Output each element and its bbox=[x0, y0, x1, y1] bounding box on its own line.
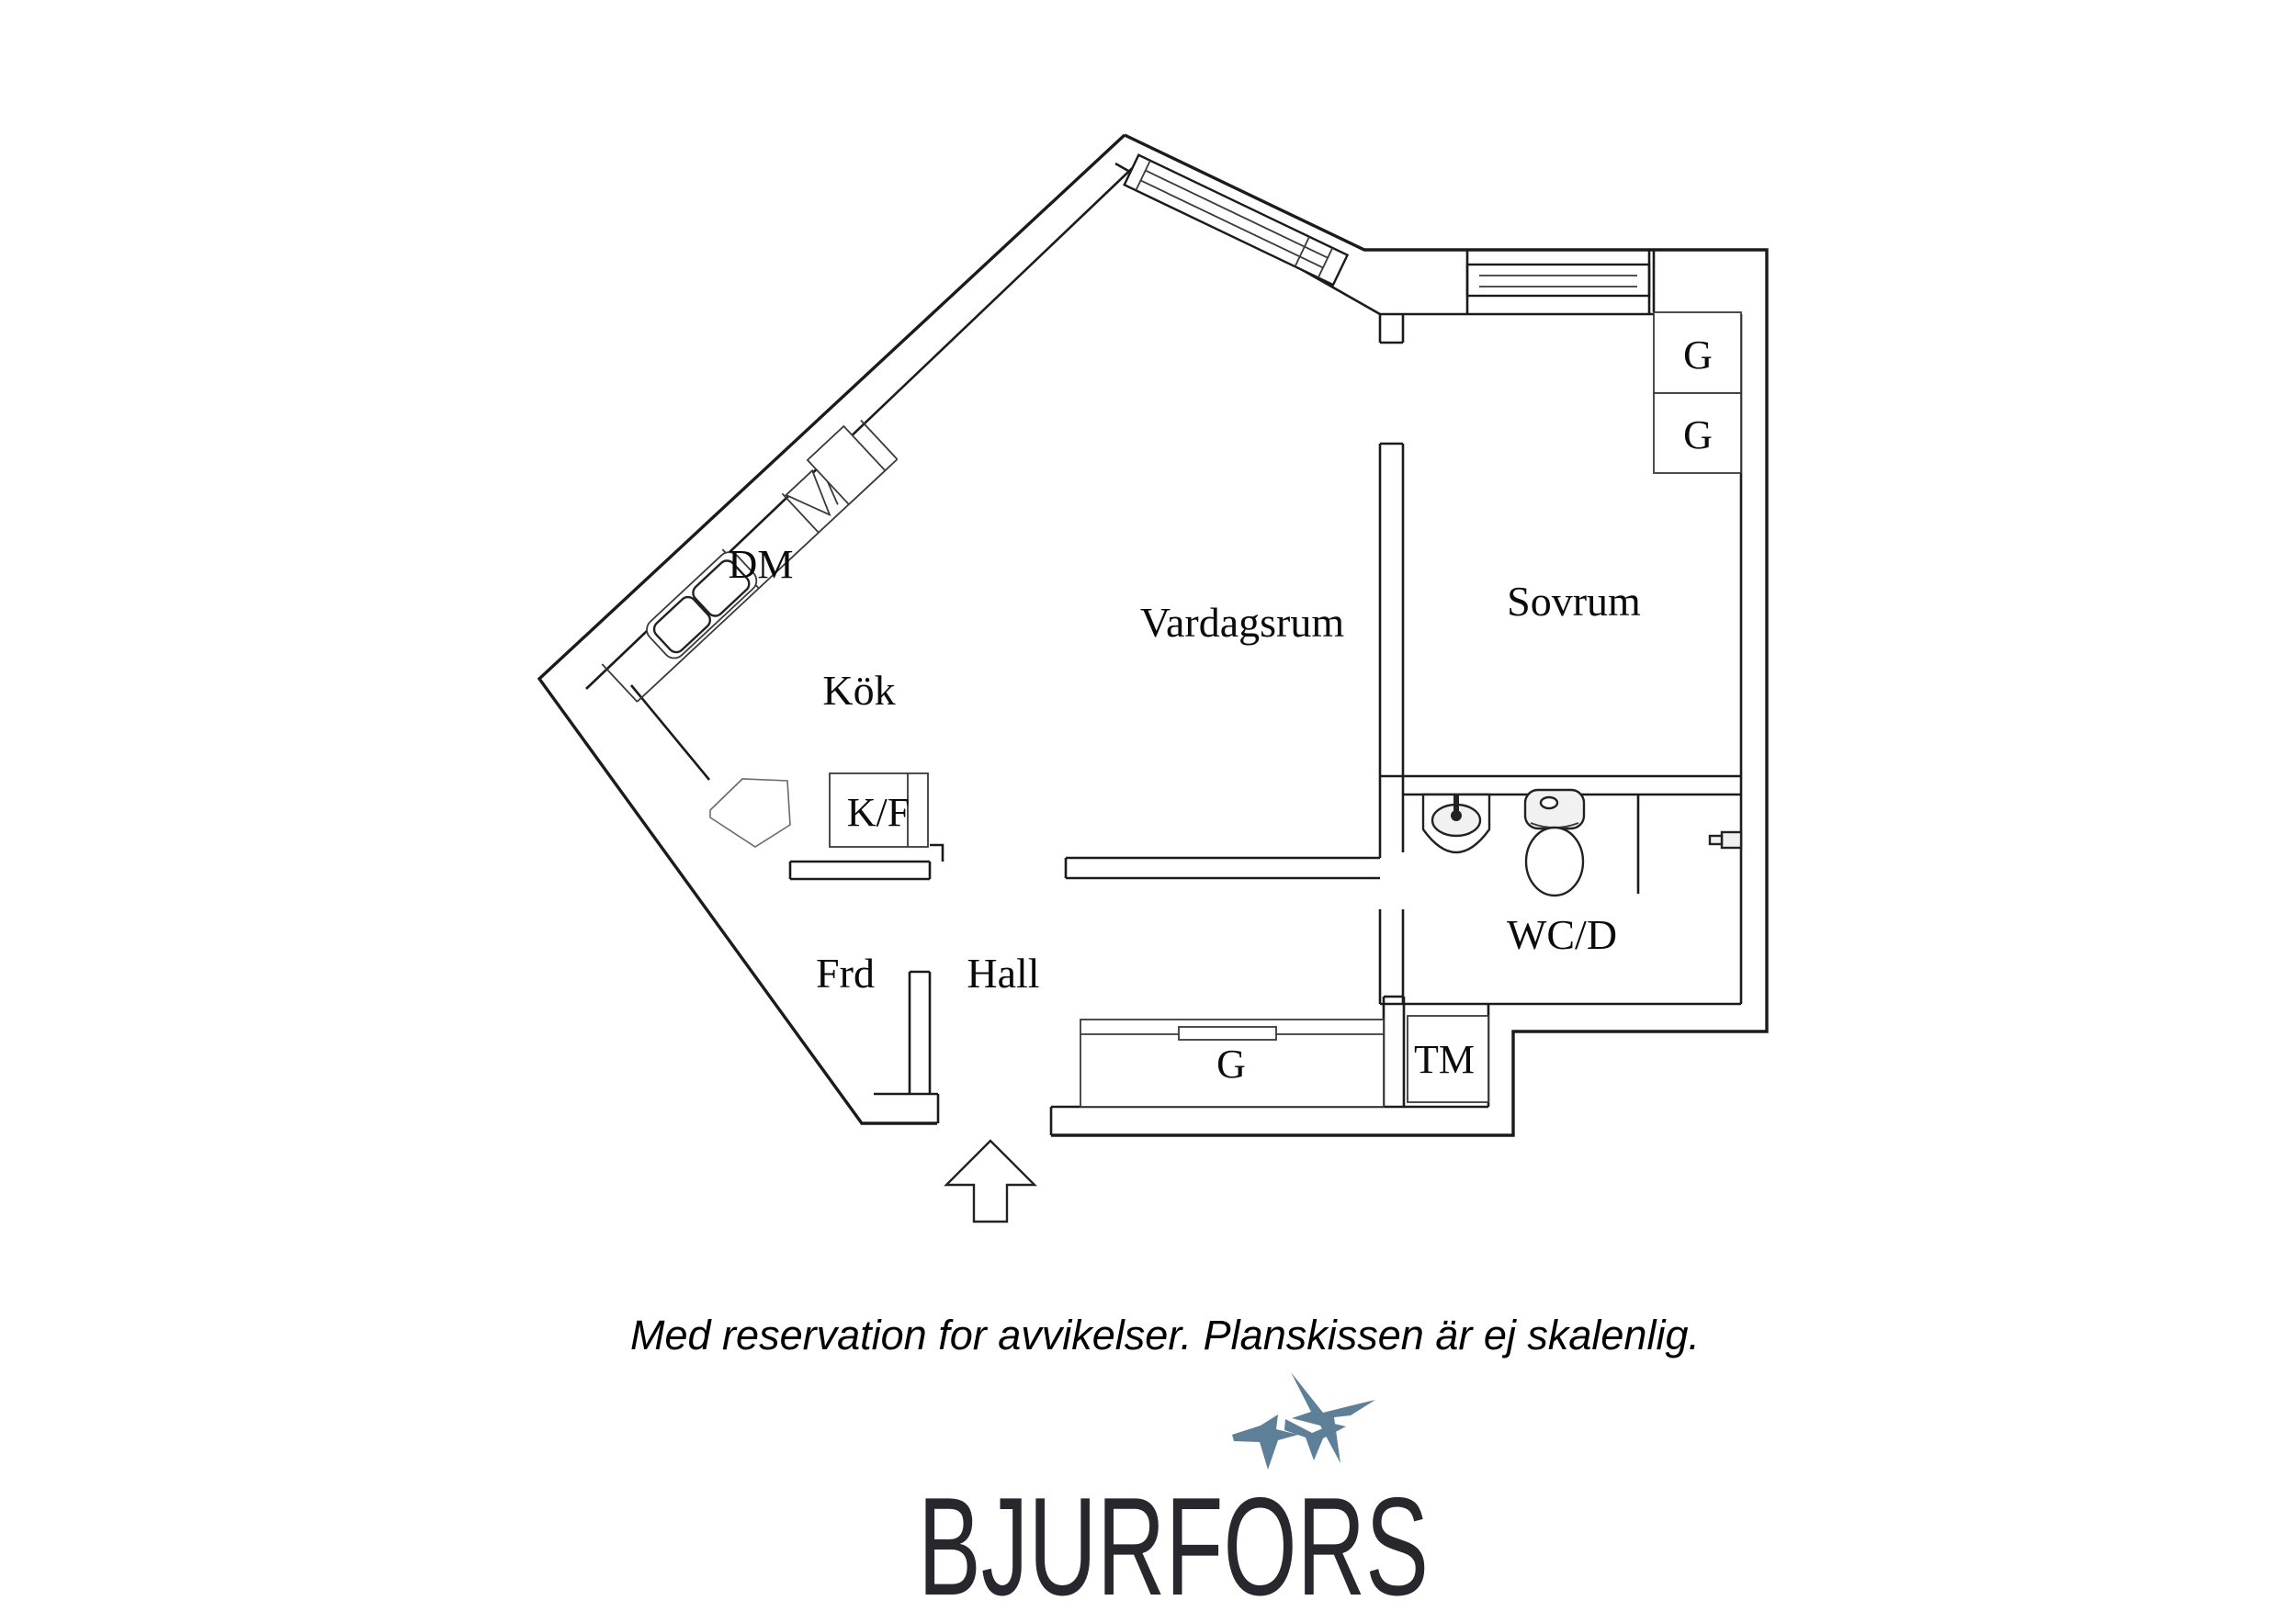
label-g-top-1: G bbox=[1683, 332, 1713, 378]
counter-appliance-icon bbox=[806, 424, 887, 506]
kitchen-door-icon bbox=[709, 778, 791, 848]
room-label-vardagsrum: Vardagsrum bbox=[1140, 599, 1344, 646]
room-label-frd: Frd bbox=[816, 950, 875, 997]
room-label-hall: Hall bbox=[967, 950, 1039, 997]
inner-walls bbox=[585, 157, 1743, 1135]
half-wall-hall bbox=[1064, 856, 1380, 880]
room-label-wcd: WC/D bbox=[1507, 911, 1617, 958]
wall-sovrum-stub bbox=[1378, 314, 1405, 344]
counter-edge bbox=[601, 419, 899, 703]
wall-frd-bottom bbox=[874, 1092, 940, 1123]
tm-box bbox=[1407, 1015, 1489, 1103]
kf-cabinet bbox=[829, 772, 929, 848]
closet-g-hall-slider bbox=[1178, 1026, 1277, 1041]
kitchen-counter bbox=[601, 419, 899, 703]
label-g-hall: G bbox=[1216, 1042, 1246, 1087]
room-label-kok: Kök bbox=[822, 667, 895, 714]
label-dm: DM bbox=[729, 542, 794, 587]
washbasin-icon bbox=[1421, 793, 1491, 854]
toilet-icon bbox=[1523, 788, 1586, 897]
wall-pillar-tm bbox=[1382, 995, 1406, 1107]
counter-fan-icon bbox=[784, 468, 831, 517]
label-g-top-2: G bbox=[1683, 412, 1713, 457]
wall-sovrum-vardagsrum bbox=[1378, 442, 1405, 858]
wall-bottom-inner bbox=[1049, 1105, 1488, 1135]
tap bbox=[1453, 795, 1459, 812]
wall-frd-hall-stub bbox=[908, 970, 932, 1094]
entrance-arrow-icon bbox=[944, 1139, 1037, 1223]
brand-wordmark: BJURFORS bbox=[918, 1469, 1429, 1623]
label-tm: TM bbox=[1414, 1037, 1475, 1082]
hall-closets bbox=[1080, 1015, 1489, 1108]
disclaimer-text: Med reservation for avvikelser. Planskis… bbox=[630, 1312, 1700, 1358]
window-sovrum-icon bbox=[1465, 250, 1651, 314]
bjurfors-logo: BJURFORS bbox=[918, 1372, 1429, 1623]
outer-wall-left bbox=[537, 133, 1126, 1125]
closets-top-right bbox=[1653, 311, 1742, 474]
closet-g1-box bbox=[1653, 311, 1742, 394]
wall-frd-band bbox=[629, 684, 711, 781]
label-kf: K/F bbox=[847, 790, 910, 835]
window-vardagsrum-icon bbox=[1123, 153, 1350, 287]
windows bbox=[1123, 153, 1651, 314]
kitchen-sink-icon bbox=[646, 551, 758, 659]
wc-fixtures bbox=[1421, 788, 1743, 897]
birds-icon bbox=[1232, 1372, 1375, 1470]
fixture-labels: DM K/F G G G TM bbox=[729, 332, 1713, 1087]
room-labels: Kök Vardagsrum Sovrum WC/D Hall Frd bbox=[816, 578, 1641, 997]
outer-wall-right bbox=[1051, 133, 1769, 1137]
shower-mixer-icon bbox=[1708, 830, 1743, 850]
wall-wc-left bbox=[1378, 909, 1405, 1004]
room-label-sovrum: Sovrum bbox=[1507, 578, 1641, 625]
closet-g2-box bbox=[1653, 392, 1742, 474]
wall-kitchen-south bbox=[788, 843, 944, 881]
outer-walls bbox=[537, 133, 1769, 1137]
